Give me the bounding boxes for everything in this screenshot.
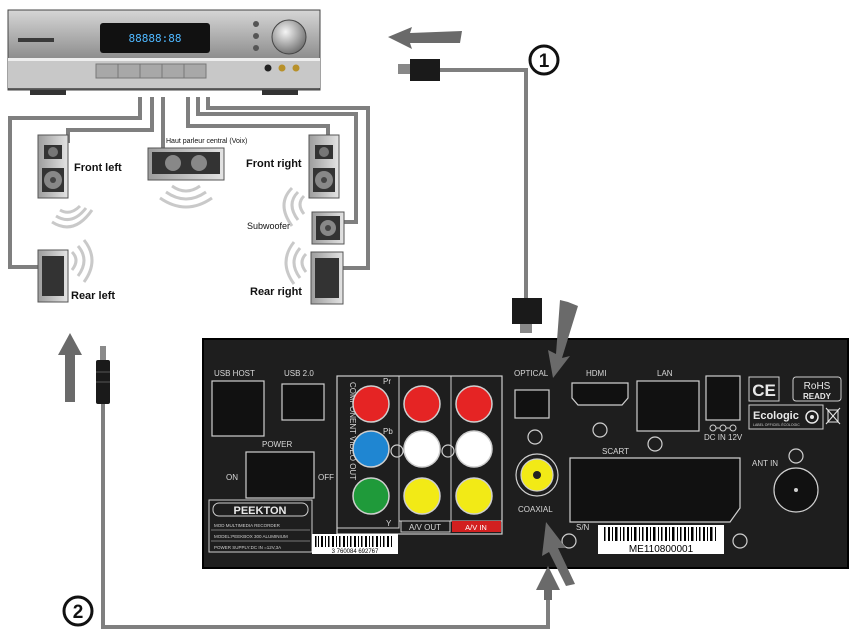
label-usb-host: USB HOST (214, 369, 255, 378)
label-on: ON (226, 473, 238, 482)
svg-text:MODEL:PEEKBOX 300 ALUMINIUM: MODEL:PEEKBOX 300 ALUMINIUM (214, 534, 288, 539)
serial-barcode: ME110800001 (598, 525, 724, 555)
svg-text:1: 1 (539, 51, 550, 72)
speaker-front-left-icon (37, 134, 69, 199)
jack-pb-blue (352, 430, 390, 468)
svg-text:MOD MULTIMEDIA RECORDER: MOD MULTIMEDIA RECORDER (214, 523, 281, 528)
svg-text:Pb: Pb (383, 427, 393, 436)
label-rear-right: Rear right (250, 286, 302, 298)
ce-mark: CE (752, 381, 776, 400)
jack-out-red (403, 385, 441, 423)
label-av-out: A/V OUT (409, 523, 441, 532)
rohs-badge: RoHS READY (792, 376, 842, 402)
sound-waves-rear-right-icon (284, 241, 308, 285)
usb2-port (281, 383, 325, 421)
label-subwoofer: Subwoofer (247, 221, 290, 231)
power-switch (245, 451, 315, 499)
speaker-front-right-icon (308, 134, 340, 199)
svg-text:POWER SUPPLY:DC IN =12V,3A: POWER SUPPLY:DC IN =12V,3A (214, 545, 281, 550)
callout-2: 2 (62, 595, 94, 627)
svg-text:Ecologic: Ecologic (753, 410, 799, 422)
label-off: OFF (318, 473, 334, 482)
svg-text:Pr: Pr (383, 377, 391, 386)
label-rear-left: Rear left (71, 290, 115, 302)
optical-plug-top-icon (398, 59, 440, 81)
label-hdmi: HDMI (586, 369, 606, 378)
dc-polarity-icon (709, 424, 737, 432)
callout-1: 1 (528, 44, 560, 76)
svg-text:READY: READY (803, 392, 832, 401)
label-dc-in: DC IN 12V (704, 433, 743, 442)
receiver-display (100, 23, 210, 53)
jack-in-yellow (455, 477, 493, 515)
sound-waves-front-right-icon (282, 186, 306, 227)
optical-cable (440, 68, 528, 300)
svg-text:2: 2 (73, 602, 84, 623)
label-coaxial: COAXIAL (518, 505, 553, 514)
jack-pr-red (352, 385, 390, 423)
jack-out-yellow (403, 477, 441, 515)
device-back-panel: USB HOST USB 2.0 POWER ON OFF PEEKTON MO… (202, 338, 849, 569)
svg-text:3 760084 692767: 3 760084 692767 (332, 549, 379, 555)
jack-in-white (455, 430, 493, 468)
svg-text:LABEL OFFICIEL ÉCOLOGIC: LABEL OFFICIEL ÉCOLOGIC (753, 422, 800, 427)
av-receiver: 88888:88 (7, 9, 321, 95)
scart-port (569, 457, 741, 523)
jack-out-white (403, 430, 441, 468)
receiver-display-digits: 88888:88 (129, 32, 182, 45)
svg-text:RoHS: RoHS (804, 381, 831, 392)
jack-y-green (352, 477, 390, 515)
speaker-rear-right-icon (310, 251, 344, 305)
arrow-left-icon (388, 27, 462, 49)
label-scart: SCART (602, 447, 629, 456)
optical-plug-bottom-icon (512, 298, 542, 333)
usb-host-port (211, 380, 265, 437)
arrow-up-icon (58, 333, 82, 402)
arrow-down-optical-icon (548, 300, 578, 378)
svg-text:PEEKTON: PEEKTON (234, 505, 287, 517)
ecologic-badge: Ecologic LABEL OFFICIEL ÉCOLOGIC (748, 404, 824, 430)
arrow-up-coaxial-icon (536, 522, 575, 600)
coaxial-plug-icon (96, 346, 110, 404)
label-optical: OPTICAL (514, 369, 549, 378)
weee-bin-icon (825, 407, 841, 425)
dc-in-port (705, 375, 741, 421)
label-front-right: Front right (246, 158, 302, 170)
lan-port (636, 380, 700, 432)
speaker-rear-left-icon (37, 249, 69, 303)
svg-text:ME110800001: ME110800001 (629, 544, 694, 555)
sound-waves-front-left-icon (51, 204, 94, 229)
rca-jacks (352, 385, 493, 515)
jack-in-red (455, 385, 493, 423)
speaker-cables (8, 97, 370, 270)
brand-plate: PEEKTON MOD MULTIMEDIA RECORDER MODEL:PE… (208, 499, 313, 553)
label-lan: LAN (657, 369, 673, 378)
label-usb2: USB 2.0 (284, 369, 314, 378)
label-power: POWER (262, 440, 292, 449)
label-ant-in: ANT IN (752, 459, 778, 468)
sound-waves-center-icon (159, 184, 213, 209)
sound-waves-rear-left-icon (70, 239, 94, 283)
label-front-left: Front left (74, 162, 122, 174)
optical-port (514, 389, 550, 419)
label-component: COMPONENT VIDEO OUT (348, 382, 357, 480)
label-center: Haut parleur central (Voix) (166, 138, 247, 145)
label-av-in: A/V IN (465, 523, 487, 532)
svg-text:Y: Y (386, 519, 392, 528)
volume-knob-icon (271, 19, 307, 55)
speaker-subwoofer-icon (311, 211, 345, 245)
barcode-left: 3 760084 692767 (312, 534, 398, 555)
coaxial-cable (101, 400, 550, 629)
speaker-center-icon (147, 147, 225, 181)
hdmi-port (571, 382, 629, 406)
receiver-slot (18, 38, 54, 42)
label-sn: S/N (576, 523, 590, 532)
